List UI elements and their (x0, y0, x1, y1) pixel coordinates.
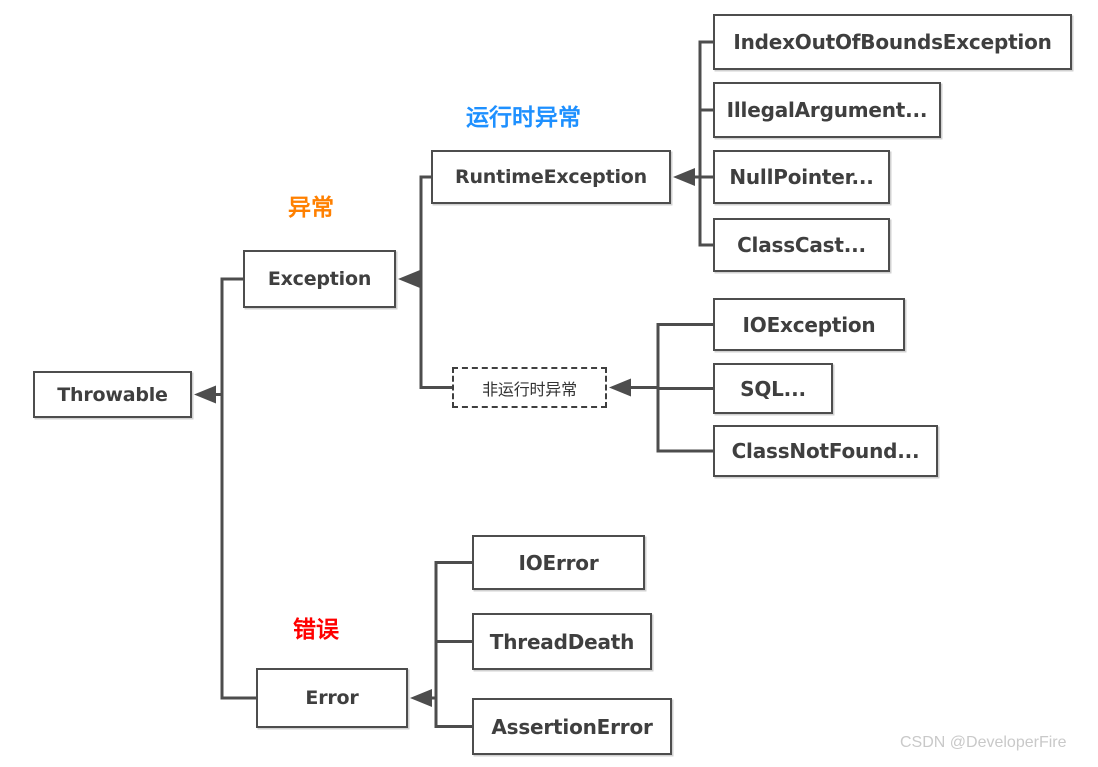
tag-exception: 异常 (288, 195, 334, 221)
node-label: IllegalArgument... (726, 98, 928, 122)
arrowhead-into-nonruntime (609, 378, 631, 397)
node-label: SQL... (740, 376, 806, 401)
node-label: NullPointer... (729, 165, 874, 189)
arrowhead-into-runtimeexception (673, 168, 695, 186)
node-label: IndexOutOfBoundsException (733, 30, 1052, 54)
node-label: ClassNotFound... (731, 439, 920, 463)
node-exception: Exception (243, 250, 396, 308)
node-sql: SQL... (713, 363, 833, 414)
node-classnotfound: ClassNotFound... (713, 425, 938, 477)
arrowhead-into-error (410, 689, 432, 707)
node-error: Error (256, 668, 408, 728)
node-label: IOException (742, 312, 876, 337)
watermark: CSDN @DeveloperFire (900, 734, 1067, 751)
node-runtimeexception: RuntimeException (431, 150, 671, 204)
node-nullpointer: NullPointer... (713, 150, 890, 204)
node-ioerror: IOError (472, 535, 645, 590)
node-illegalargument: IllegalArgument... (713, 82, 941, 138)
node-throwable: Throwable (33, 371, 192, 418)
node-label: RuntimeException (455, 166, 647, 188)
node-nonruntime: 非运行时异常 (452, 367, 607, 408)
node-indexoutofbounds: IndexOutOfBoundsException (713, 14, 1072, 70)
node-ioexception: IOException (713, 298, 905, 351)
node-label: 非运行时异常 (482, 379, 577, 399)
node-label: ThreadDeath (489, 629, 635, 654)
node-label: IOError (518, 550, 599, 575)
node-threaddeath: ThreadDeath (472, 613, 652, 670)
arrowhead-into-exception (398, 270, 420, 288)
node-label: Error (305, 687, 359, 709)
node-label: Throwable (57, 383, 168, 406)
node-label: ClassCast... (737, 233, 866, 257)
node-label: AssertionError (491, 714, 653, 739)
tag-error: 错误 (293, 617, 339, 643)
tag-runtime: 运行时异常 (466, 105, 581, 131)
arrowhead-into-throwable (194, 385, 216, 404)
node-label: Exception (267, 268, 372, 290)
node-classcast: ClassCast... (713, 218, 890, 272)
node-assertionerror: AssertionError (472, 698, 672, 755)
